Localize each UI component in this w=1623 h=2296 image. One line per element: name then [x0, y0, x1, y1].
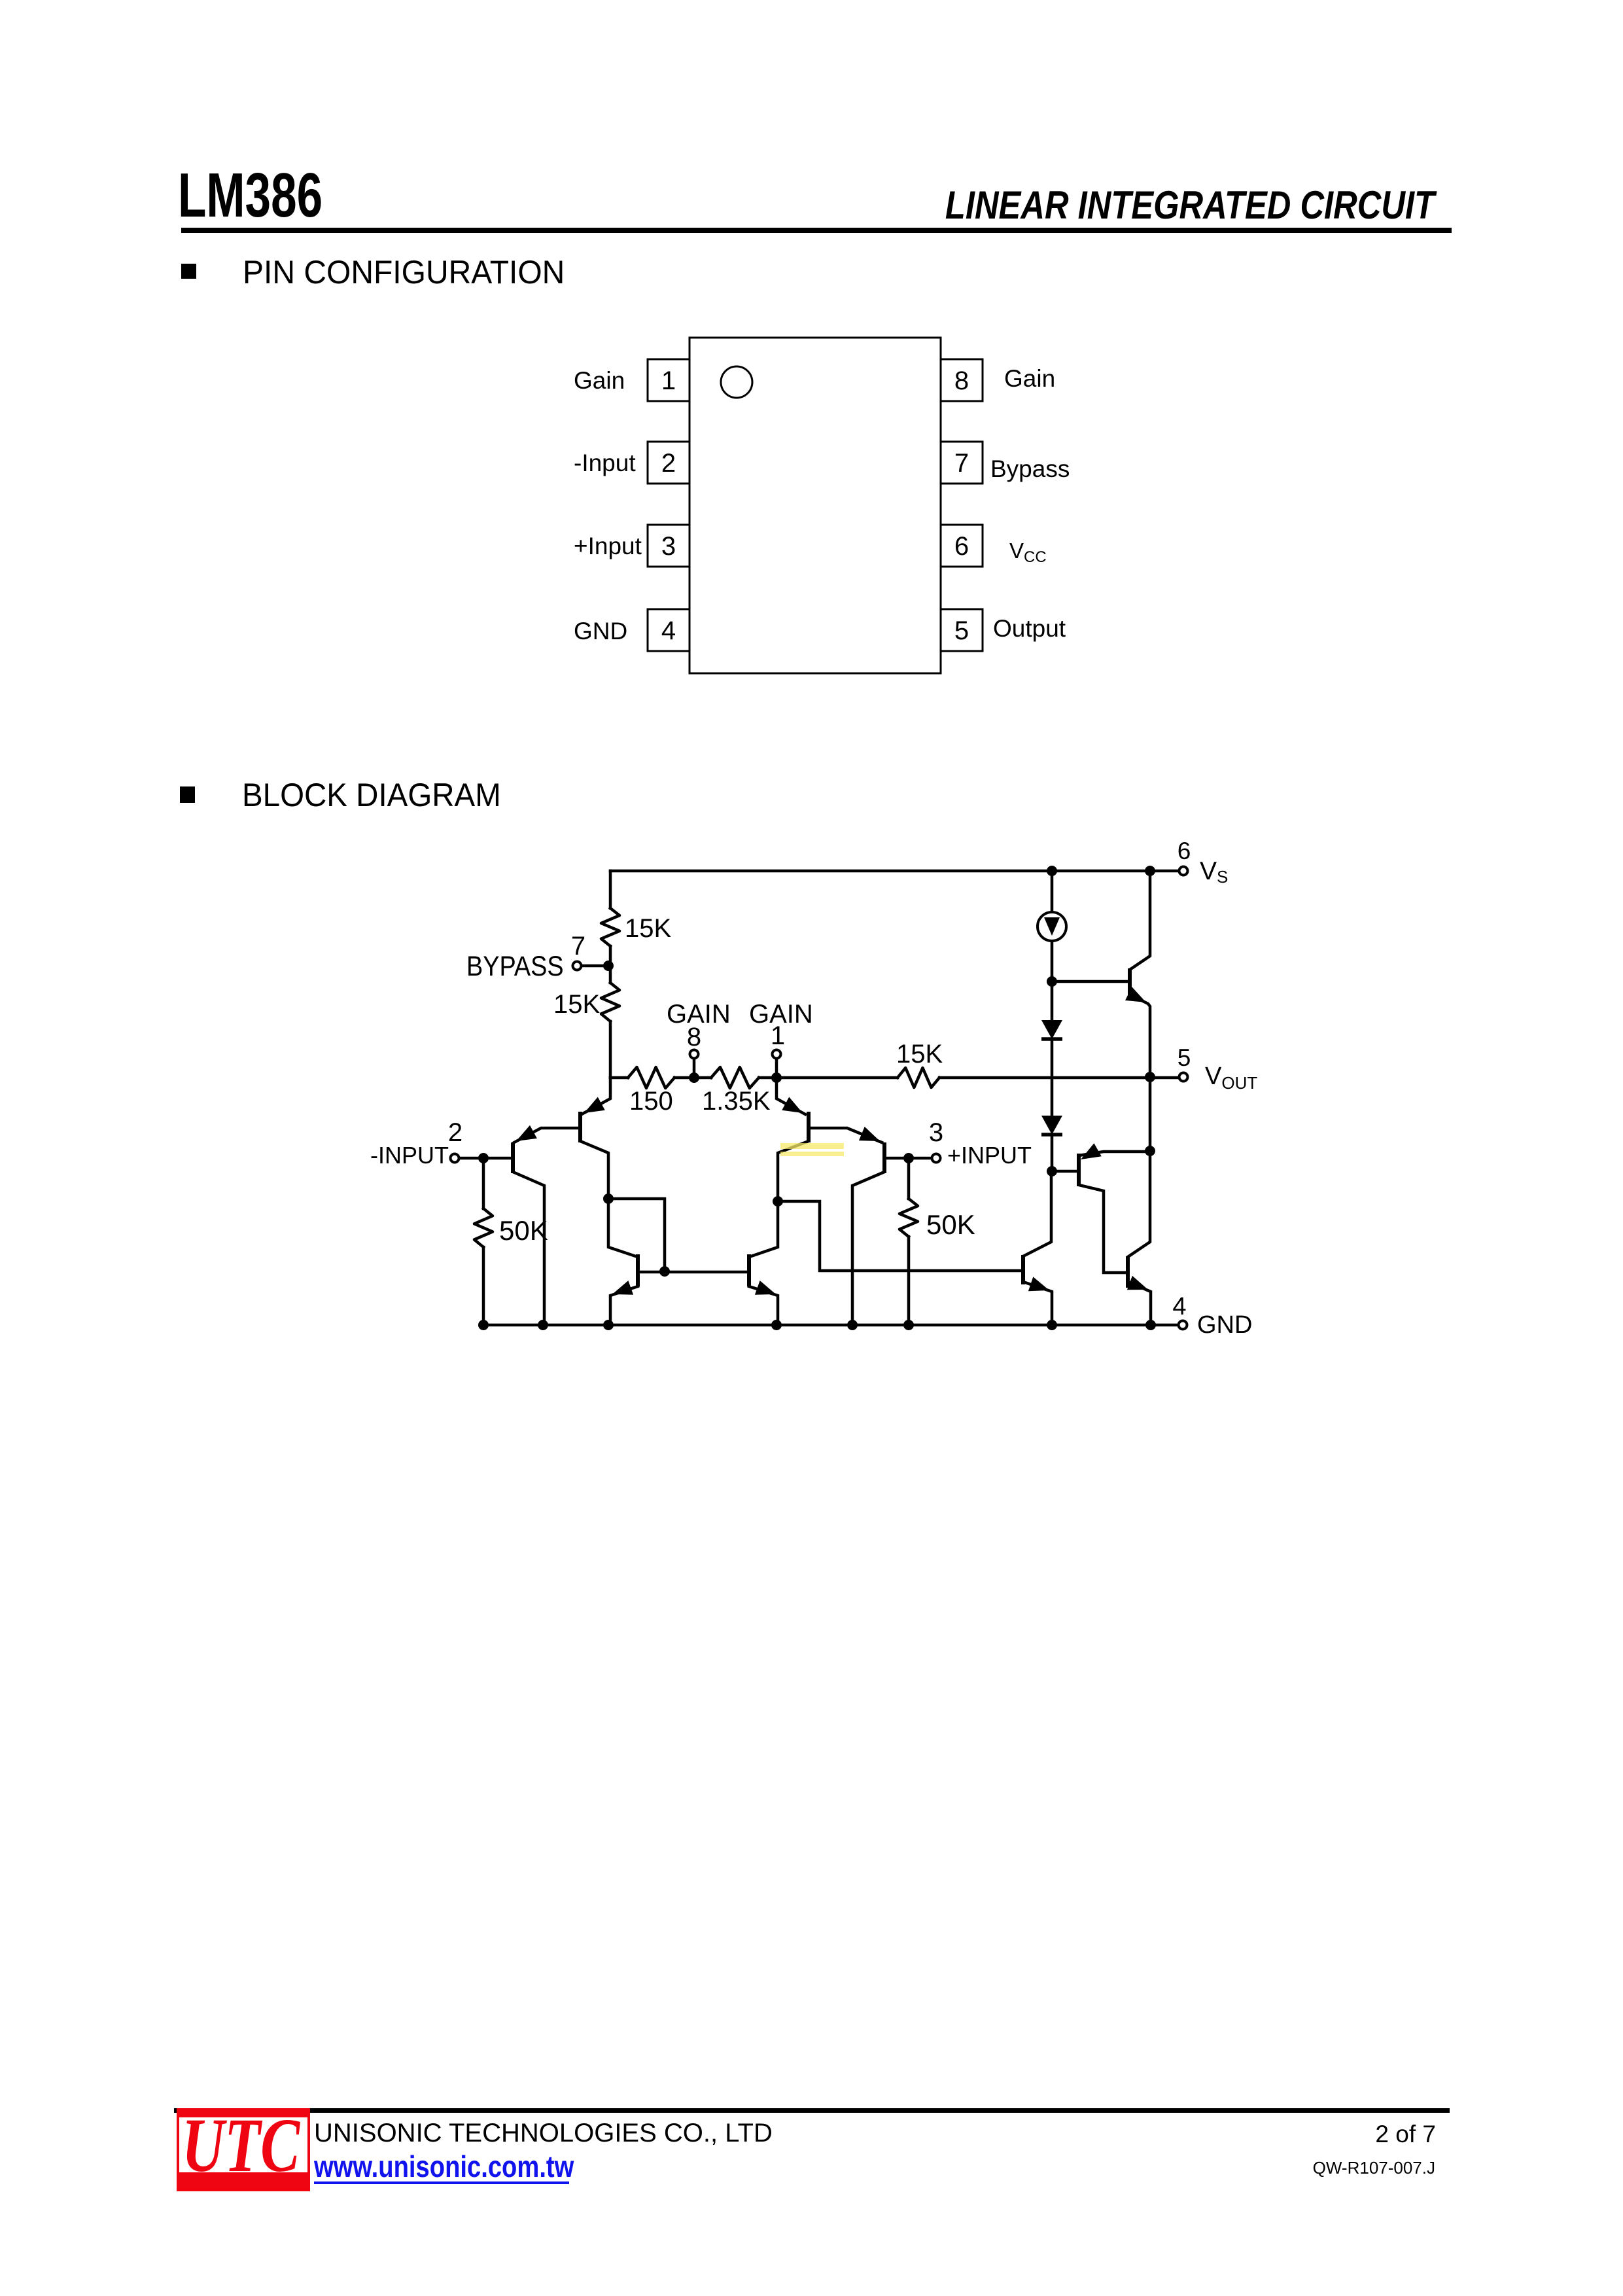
svg-text:LINEAR INTEGRATED CIRCUIT: LINEAR INTEGRATED CIRCUIT	[945, 183, 1437, 227]
svg-text:LM386: LM386	[178, 160, 323, 230]
svg-text:50K: 50K	[926, 1209, 975, 1240]
svg-text:5: 5	[1178, 1044, 1191, 1071]
svg-text:PIN CONFIGURATION: PIN CONFIGURATION	[243, 255, 565, 291]
svg-text:50K: 50K	[499, 1215, 548, 1246]
svg-text:Output: Output	[993, 615, 1066, 642]
svg-text:GND: GND	[1197, 1311, 1252, 1339]
svg-text:2: 2	[448, 1118, 462, 1147]
svg-text:6: 6	[1178, 838, 1191, 864]
svg-text:BYPASS: BYPASS	[466, 950, 564, 982]
svg-text:-INPUT: -INPUT	[370, 1142, 449, 1169]
svg-text:Bypass: Bypass	[990, 455, 1070, 482]
svg-text:2: 2	[661, 449, 676, 478]
svg-text:QW-R107-007.J: QW-R107-007.J	[1313, 2158, 1435, 2178]
svg-text:UTC: UTC	[182, 2102, 301, 2187]
svg-text:3: 3	[661, 532, 676, 561]
svg-text:BLOCK DIAGRAM: BLOCK DIAGRAM	[242, 777, 501, 813]
svg-text:1: 1	[771, 1021, 785, 1050]
svg-text:+INPUT: +INPUT	[947, 1142, 1032, 1169]
svg-text:VS: VS	[1200, 857, 1228, 887]
svg-text:GND: GND	[574, 618, 627, 645]
svg-text:8: 8	[954, 366, 969, 395]
svg-text:8: 8	[687, 1023, 701, 1051]
svg-text:+Input: +Input	[574, 533, 642, 559]
svg-text:4: 4	[661, 616, 676, 645]
svg-text:15K: 15K	[896, 1040, 943, 1069]
svg-text:GAIN: GAIN	[749, 1000, 813, 1029]
svg-text:-Input: -Input	[574, 450, 636, 476]
svg-text:5: 5	[954, 616, 969, 645]
svg-text:Gain: Gain	[1004, 365, 1055, 392]
svg-text:1: 1	[661, 366, 676, 395]
svg-text:3: 3	[929, 1118, 943, 1147]
svg-text:2 of 7: 2 of 7	[1375, 2121, 1436, 2147]
svg-text:UNISONIC TECHNOLOGIES CO., LTD: UNISONIC TECHNOLOGIES CO., LTD	[314, 2119, 773, 2147]
svg-text:7: 7	[954, 449, 969, 478]
svg-text:VCC: VCC	[1009, 539, 1047, 566]
svg-text:15K: 15K	[625, 914, 671, 943]
svg-text:www.unisonic.com.tw: www.unisonic.com.tw	[313, 2150, 574, 2183]
svg-text:15K: 15K	[553, 990, 600, 1019]
svg-text:7: 7	[571, 932, 585, 961]
svg-text:6: 6	[954, 532, 969, 561]
svg-text:VOUT: VOUT	[1205, 1063, 1257, 1093]
svg-text:Gain: Gain	[574, 367, 625, 394]
svg-text:150: 150	[629, 1087, 673, 1116]
svg-text:GAIN: GAIN	[667, 1000, 731, 1029]
svg-text:1.35K: 1.35K	[702, 1087, 771, 1116]
svg-text:4: 4	[1172, 1293, 1186, 1320]
